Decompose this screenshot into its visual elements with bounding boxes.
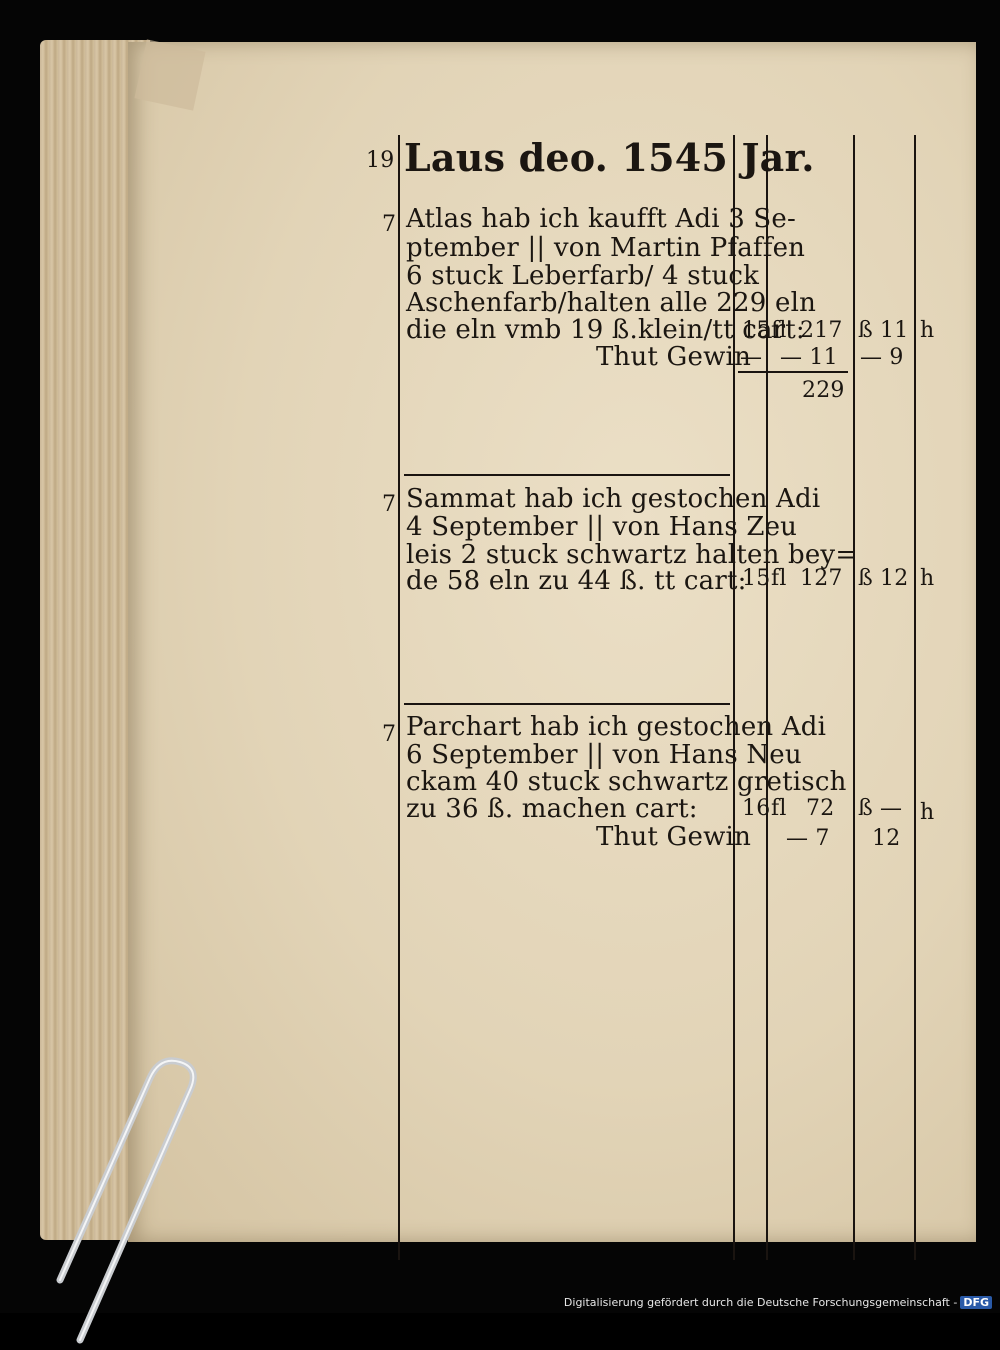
- digitization-credit: Digitalisierung gefördert durch die Deut…: [564, 1296, 992, 1309]
- entry-ref: 7: [382, 722, 397, 747]
- entry-line: leis 2 stuck schwartz halten bey=: [406, 540, 858, 570]
- gain-florin: — 7: [786, 826, 830, 851]
- entry-separator-2: [404, 703, 730, 705]
- amount-schilling: —: [880, 796, 903, 821]
- schilling-sign: ß: [858, 566, 873, 591]
- dfg-logo: DFG: [960, 1296, 992, 1309]
- amount-schilling: 11: [880, 318, 909, 343]
- ruling-line-schilling: [914, 135, 916, 1260]
- amount-folio: 15: [742, 566, 771, 591]
- sum-rule: [738, 371, 848, 373]
- entry-ref: 7: [382, 492, 397, 517]
- amount-heller: h: [920, 800, 935, 825]
- amount-florin: 72: [806, 796, 835, 821]
- gain-label: Thut Gewin: [596, 822, 752, 852]
- entry-line: zu 36 ß. machen cart:: [406, 794, 698, 824]
- florin-sign: fl: [771, 318, 787, 343]
- entry-line: 4 September || von Hans Zeu: [406, 512, 798, 542]
- ruling-line-florin: [853, 135, 855, 1260]
- paper-clip-icon: [56, 1057, 197, 1344]
- entry-line: Sammat hab ich gestochen Adi: [406, 484, 821, 514]
- entry-line: de 58 eln zu 44 ß. tt cart:: [406, 566, 747, 596]
- gain-schilling: — 9: [860, 345, 904, 370]
- entry-line: Parchart hab ich gestochen Adi: [406, 712, 827, 742]
- entry-line: Aschenfarb/halten alle 229 eln: [406, 288, 817, 318]
- schilling-sign: ß: [858, 796, 873, 821]
- amount-heller: h: [920, 318, 935, 343]
- amount-florin: 217: [800, 318, 843, 343]
- entry-line: 6 September || von Hans Neu: [406, 740, 802, 770]
- credit-text: Digitalisierung gefördert durch die Deut…: [563, 1296, 958, 1309]
- amount-folio: 16: [742, 796, 771, 821]
- gain-florin: — 11: [780, 345, 838, 370]
- gain-folio: —: [740, 345, 763, 370]
- schilling-sign: ß: [858, 318, 873, 343]
- entry-line: die eln vmb 19 ß.klein/tt cart:: [406, 315, 805, 345]
- page-number: 19: [366, 148, 395, 173]
- entry-line: Atlas hab ich kaufft Adi 3 Se-: [406, 204, 796, 234]
- entry-ref: 7: [382, 212, 397, 237]
- entry-total: 229: [802, 378, 845, 403]
- page-title: Laus deo. 1545 Jar.: [404, 135, 815, 180]
- amount-heller: h: [920, 566, 935, 591]
- entry-line: ckam 40 stuck schwartz gretisch: [406, 767, 847, 797]
- gain-label: Thut Gewin: [596, 342, 752, 372]
- ruling-line-left: [398, 135, 400, 1260]
- ruling-line-folio: [766, 135, 768, 1260]
- entry-line: 6 stuck Leberfarb/ 4 stuck: [406, 261, 760, 291]
- folded-corner: [134, 39, 206, 111]
- entry-separator-1: [404, 474, 730, 476]
- florin-sign: fl: [771, 566, 787, 591]
- ruling-line-text-right: [733, 135, 735, 1260]
- entry-line: ptember || von Martin Pfaffen: [406, 233, 806, 263]
- ledger-page: [128, 42, 976, 1242]
- amount-florin: 127: [800, 566, 843, 591]
- florin-sign: fl: [771, 796, 787, 821]
- amount-schilling: 12: [880, 566, 909, 591]
- amount-folio: 15: [742, 318, 771, 343]
- gain-schilling: 12: [872, 826, 901, 851]
